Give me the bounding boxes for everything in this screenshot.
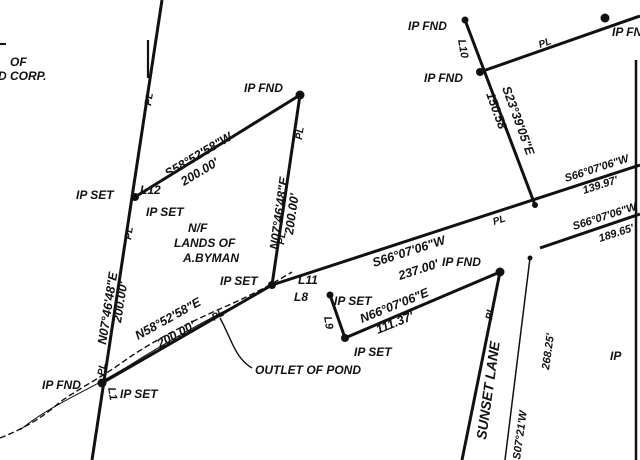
code-l11: L11 [298,273,318,287]
nf-owner-name: A.BYMAN [182,251,239,265]
label-ip-set-4: IP SET [334,294,373,308]
pl-label-9: PL [96,362,109,376]
label-ip-partial-right: IP [610,349,622,363]
marker-ip-fnd-sw[interactable] [97,378,107,388]
marker-ip-fnd-top-right-b[interactable] [476,68,484,76]
pl-label-5: PL [537,36,553,51]
pl-labels: PL PL PL PL PL PL PL PL PL [96,36,553,376]
label-ip-set-1: IP SET [76,188,115,202]
outlet-stream-a [0,271,293,439]
nf-owner-line: LANDS OF [174,236,236,250]
pl-label-2: PL [123,226,136,240]
pl-label-8: PL [484,306,497,320]
outlet-of-pond-label: OUTLET OF POND [255,363,361,377]
label-ip-set-5: IP SET [354,345,393,359]
marker-ip-set-l8[interactable] [326,291,334,299]
distance-n07-center: 200.00' [282,192,302,237]
marker-ip-set-center[interactable] [268,281,276,289]
pl-label-4: PL [276,231,289,245]
pl-label-3: PL [294,126,307,140]
marker-ip-fnd-sunset[interactable] [495,267,505,277]
line-sw-ne-upper [134,93,301,199]
code-l8: L8 [294,290,308,304]
line-top-right [479,14,640,74]
label-ip-fnd-2: IP FND [408,19,447,33]
pl-label-6: PL [492,213,508,227]
marker-ip-set-l9[interactable] [341,334,349,342]
line-l9 [328,294,347,339]
bearing-sunset-west: S07°21'W [511,408,530,460]
marker-sunset-west[interactable] [527,255,533,261]
marker-s23-end[interactable] [532,202,538,208]
corp-line-2: D CORP. [0,69,46,83]
label-ip-fnd-6: IP FND [42,378,81,392]
label-ip-set-6: IP SET [120,387,159,401]
label-ip-fnd-4: IP FND [612,25,640,39]
line-sunset-east [460,271,502,460]
label-ip-fnd-3: IP FND [424,71,463,85]
point-labels: IP FND IP FND IP FND IP FND IP FND IP FN… [42,19,640,401]
outlet-leader [219,317,253,369]
line-north-south-c [270,94,302,286]
line-s23 [463,19,537,206]
code-l10: L10 [455,38,470,60]
corner-markers [97,13,610,388]
marker-ip-fnd-top-right-a[interactable] [461,16,469,24]
edge-marks [0,43,638,460]
label-ip-fnd-1: IP FND [244,81,283,95]
bearing-labels: S58°52'58"W 200.00' N07°46'48"E 200.00' … [95,84,640,460]
line-code-labels: L12 L11 L8 L9 L10 L1 [105,38,470,401]
corp-line-1: OF [10,55,27,69]
pl-label-7: PL [210,308,227,324]
label-ip-set-3: IP SET [220,274,259,288]
distance-sunset-west: 268.25' [540,332,557,371]
pond-outlet-lines [0,40,293,439]
distance-n07-west: 200.00' [110,280,131,325]
label-ip-set-2: IP SET [146,205,185,219]
code-l1: L1 [105,386,119,401]
marker-ip-set-l12[interactable] [131,193,139,201]
marker-ip-fnd-top-center[interactable] [295,90,305,100]
property-lines [90,0,640,460]
pl-label-1: PL [143,92,156,106]
label-ip-fnd-5: IP FND [442,255,481,269]
line-s66-right [539,212,640,250]
nf-label: N/F [188,221,208,235]
outlet-stream-b [19,297,251,431]
line-n66 [344,270,501,340]
code-l9: L9 [321,315,335,331]
line-sunset-west [504,257,531,460]
code-l12: L12 [140,183,161,197]
marker-ip-fnd-top-right-c[interactable] [600,13,610,23]
line-east-road [271,163,640,287]
